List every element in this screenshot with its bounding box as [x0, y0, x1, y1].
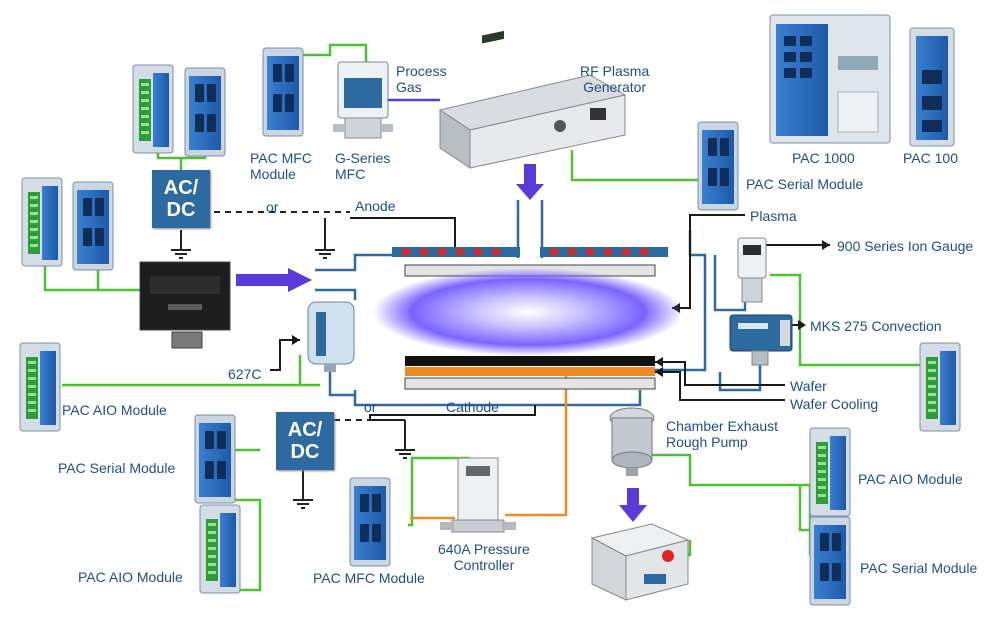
- pac-aio-module-label: PAC AIO Module: [78, 569, 183, 585]
- pac-serial-module-label: PAC Serial Module: [746, 176, 864, 192]
- ac-dc-converter-top: AC/ DC: [152, 170, 210, 228]
- ac-dc-converter-bottom: AC/ DC: [276, 412, 334, 470]
- pressure-line: [505, 372, 568, 517]
- ground-icon: [170, 239, 192, 259]
- pump-icon: [590, 523, 690, 601]
- ac-dc-label: AC/ DC: [163, 177, 199, 221]
- 627c-label: 627C: [228, 366, 262, 382]
- pac-module-icon: [809, 516, 851, 606]
- plasma-glow: [373, 268, 683, 356]
- mfc-icon: [333, 61, 393, 139]
- pressure-controller-label: 640A Pressure Controller: [438, 541, 530, 573]
- wafer-cooling-label: Wafer Cooling: [790, 396, 879, 412]
- pac-100-label: PAC 100: [903, 150, 958, 166]
- g-series-mfc-label: G-Series MFC: [335, 150, 391, 182]
- pac-aio-module-label: PAC AIO Module: [858, 471, 963, 487]
- pac-module-icon: [349, 477, 391, 567]
- rf-generator-icon: [438, 30, 627, 169]
- ground-icon: [394, 439, 416, 459]
- chamber-exhaust-label: Chamber Exhaust Rough Pump: [666, 418, 779, 450]
- pac-serial-module-label: PAC Serial Module: [58, 460, 176, 476]
- pump-icon: [609, 407, 655, 476]
- pac-module-icon: [809, 427, 851, 517]
- pac-1000-label: PAC 1000: [792, 150, 855, 166]
- alt-power-lines: [214, 211, 405, 421]
- pointer-heads: [292, 240, 830, 377]
- pac-module-icon: [194, 414, 236, 504]
- convection-gauge-label: MKS 275 Convection: [810, 318, 942, 334]
- process-gas-label: Process Gas: [396, 63, 447, 95]
- plasma-label: Plasma: [750, 208, 797, 224]
- pac-module-icon: [262, 47, 304, 137]
- pac-module-icon: [697, 121, 739, 211]
- pac-controller-icon: [909, 27, 955, 147]
- wafer-label: Wafer: [790, 378, 827, 394]
- cathode-label: Cathode: [446, 399, 499, 415]
- pac-serial-module-label: PAC Serial Module: [860, 560, 978, 576]
- or-label: or: [266, 199, 279, 215]
- ground-icon: [314, 239, 336, 259]
- power-lines: [180, 218, 406, 490]
- power-supply-icon: [139, 261, 231, 349]
- gauge-icon: [737, 237, 767, 303]
- pac-module-icon: [199, 504, 241, 594]
- pac-module-icon: [919, 342, 961, 432]
- pac-module-icon: [72, 181, 114, 271]
- pac-aio-module-label: PAC AIO Module: [62, 402, 167, 418]
- pac-controller-icon: [769, 14, 891, 144]
- process-chamber: [373, 247, 683, 390]
- or-label: or: [364, 399, 377, 415]
- anode-label: Anode: [355, 198, 396, 214]
- flow-arrow-icon: [236, 164, 647, 522]
- ion-gauge-label: 900 Series Ion Gauge: [837, 238, 974, 254]
- pac-mfc-module-label: PAC MFC Module: [313, 570, 425, 586]
- gauge-icon: [307, 301, 355, 372]
- pac-mfc-module-label: PAC MFC Module: [250, 150, 312, 182]
- rf-plasma-generator-label: RF Plasma Generator: [580, 63, 650, 95]
- mfc-icon: [440, 457, 516, 533]
- chamber-lines: [315, 200, 762, 407]
- pac-module-icon: [132, 64, 174, 154]
- ground-icon: [292, 489, 314, 509]
- pac-module-icon: [19, 342, 61, 432]
- pac-module-icon: [184, 67, 226, 157]
- gauge-icon: [729, 314, 793, 366]
- pac-module-icon: [21, 177, 63, 267]
- ac-dc-label: AC/ DC: [287, 419, 323, 463]
